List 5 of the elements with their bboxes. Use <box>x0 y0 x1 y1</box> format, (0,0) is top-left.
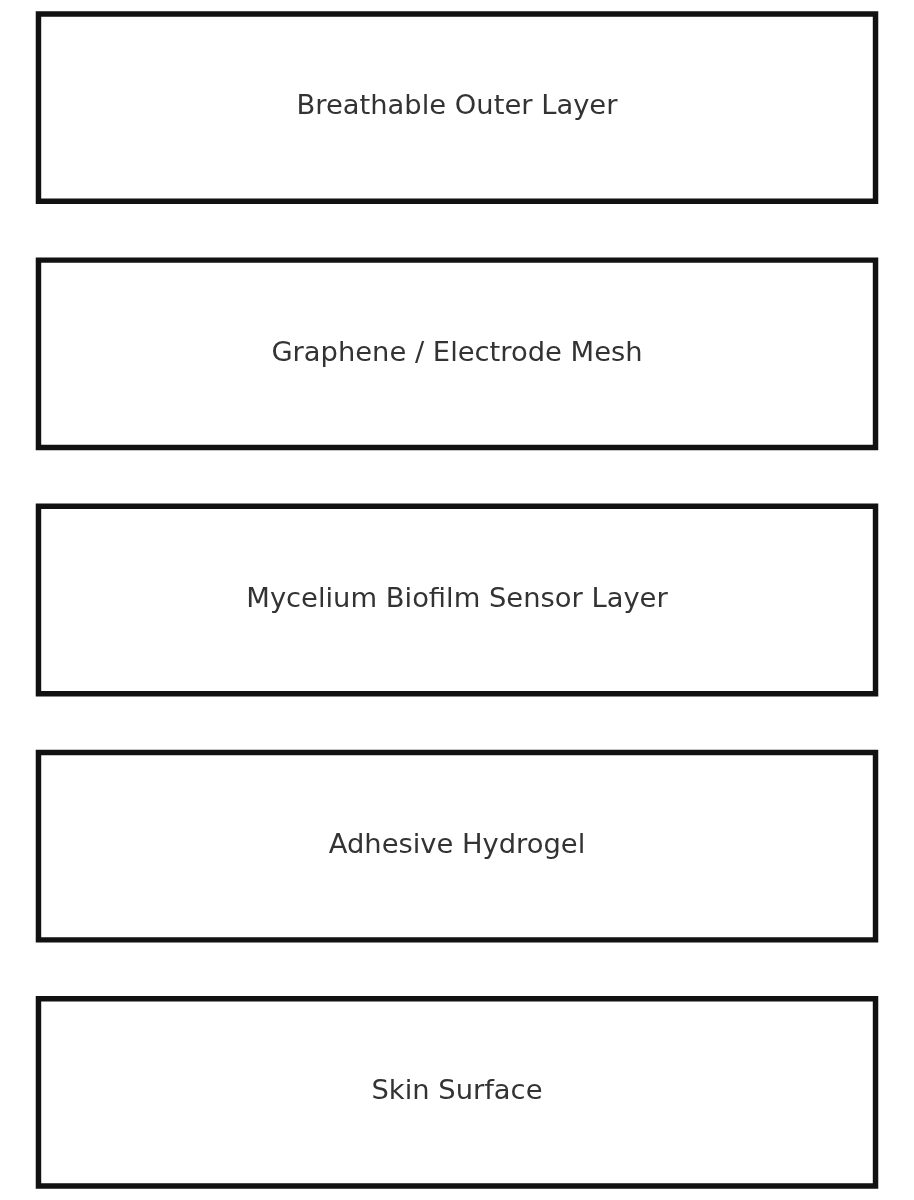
node-box: Adhesive Hydrogel <box>35 749 879 943</box>
node-box: Breathable Outer Layer <box>35 11 879 205</box>
node-box: Skin Surface <box>35 995 879 1189</box>
node-box: Mycelium Biofilm Sensor Layer <box>35 503 879 697</box>
node-box: Graphene / Electrode Mesh <box>35 257 879 451</box>
